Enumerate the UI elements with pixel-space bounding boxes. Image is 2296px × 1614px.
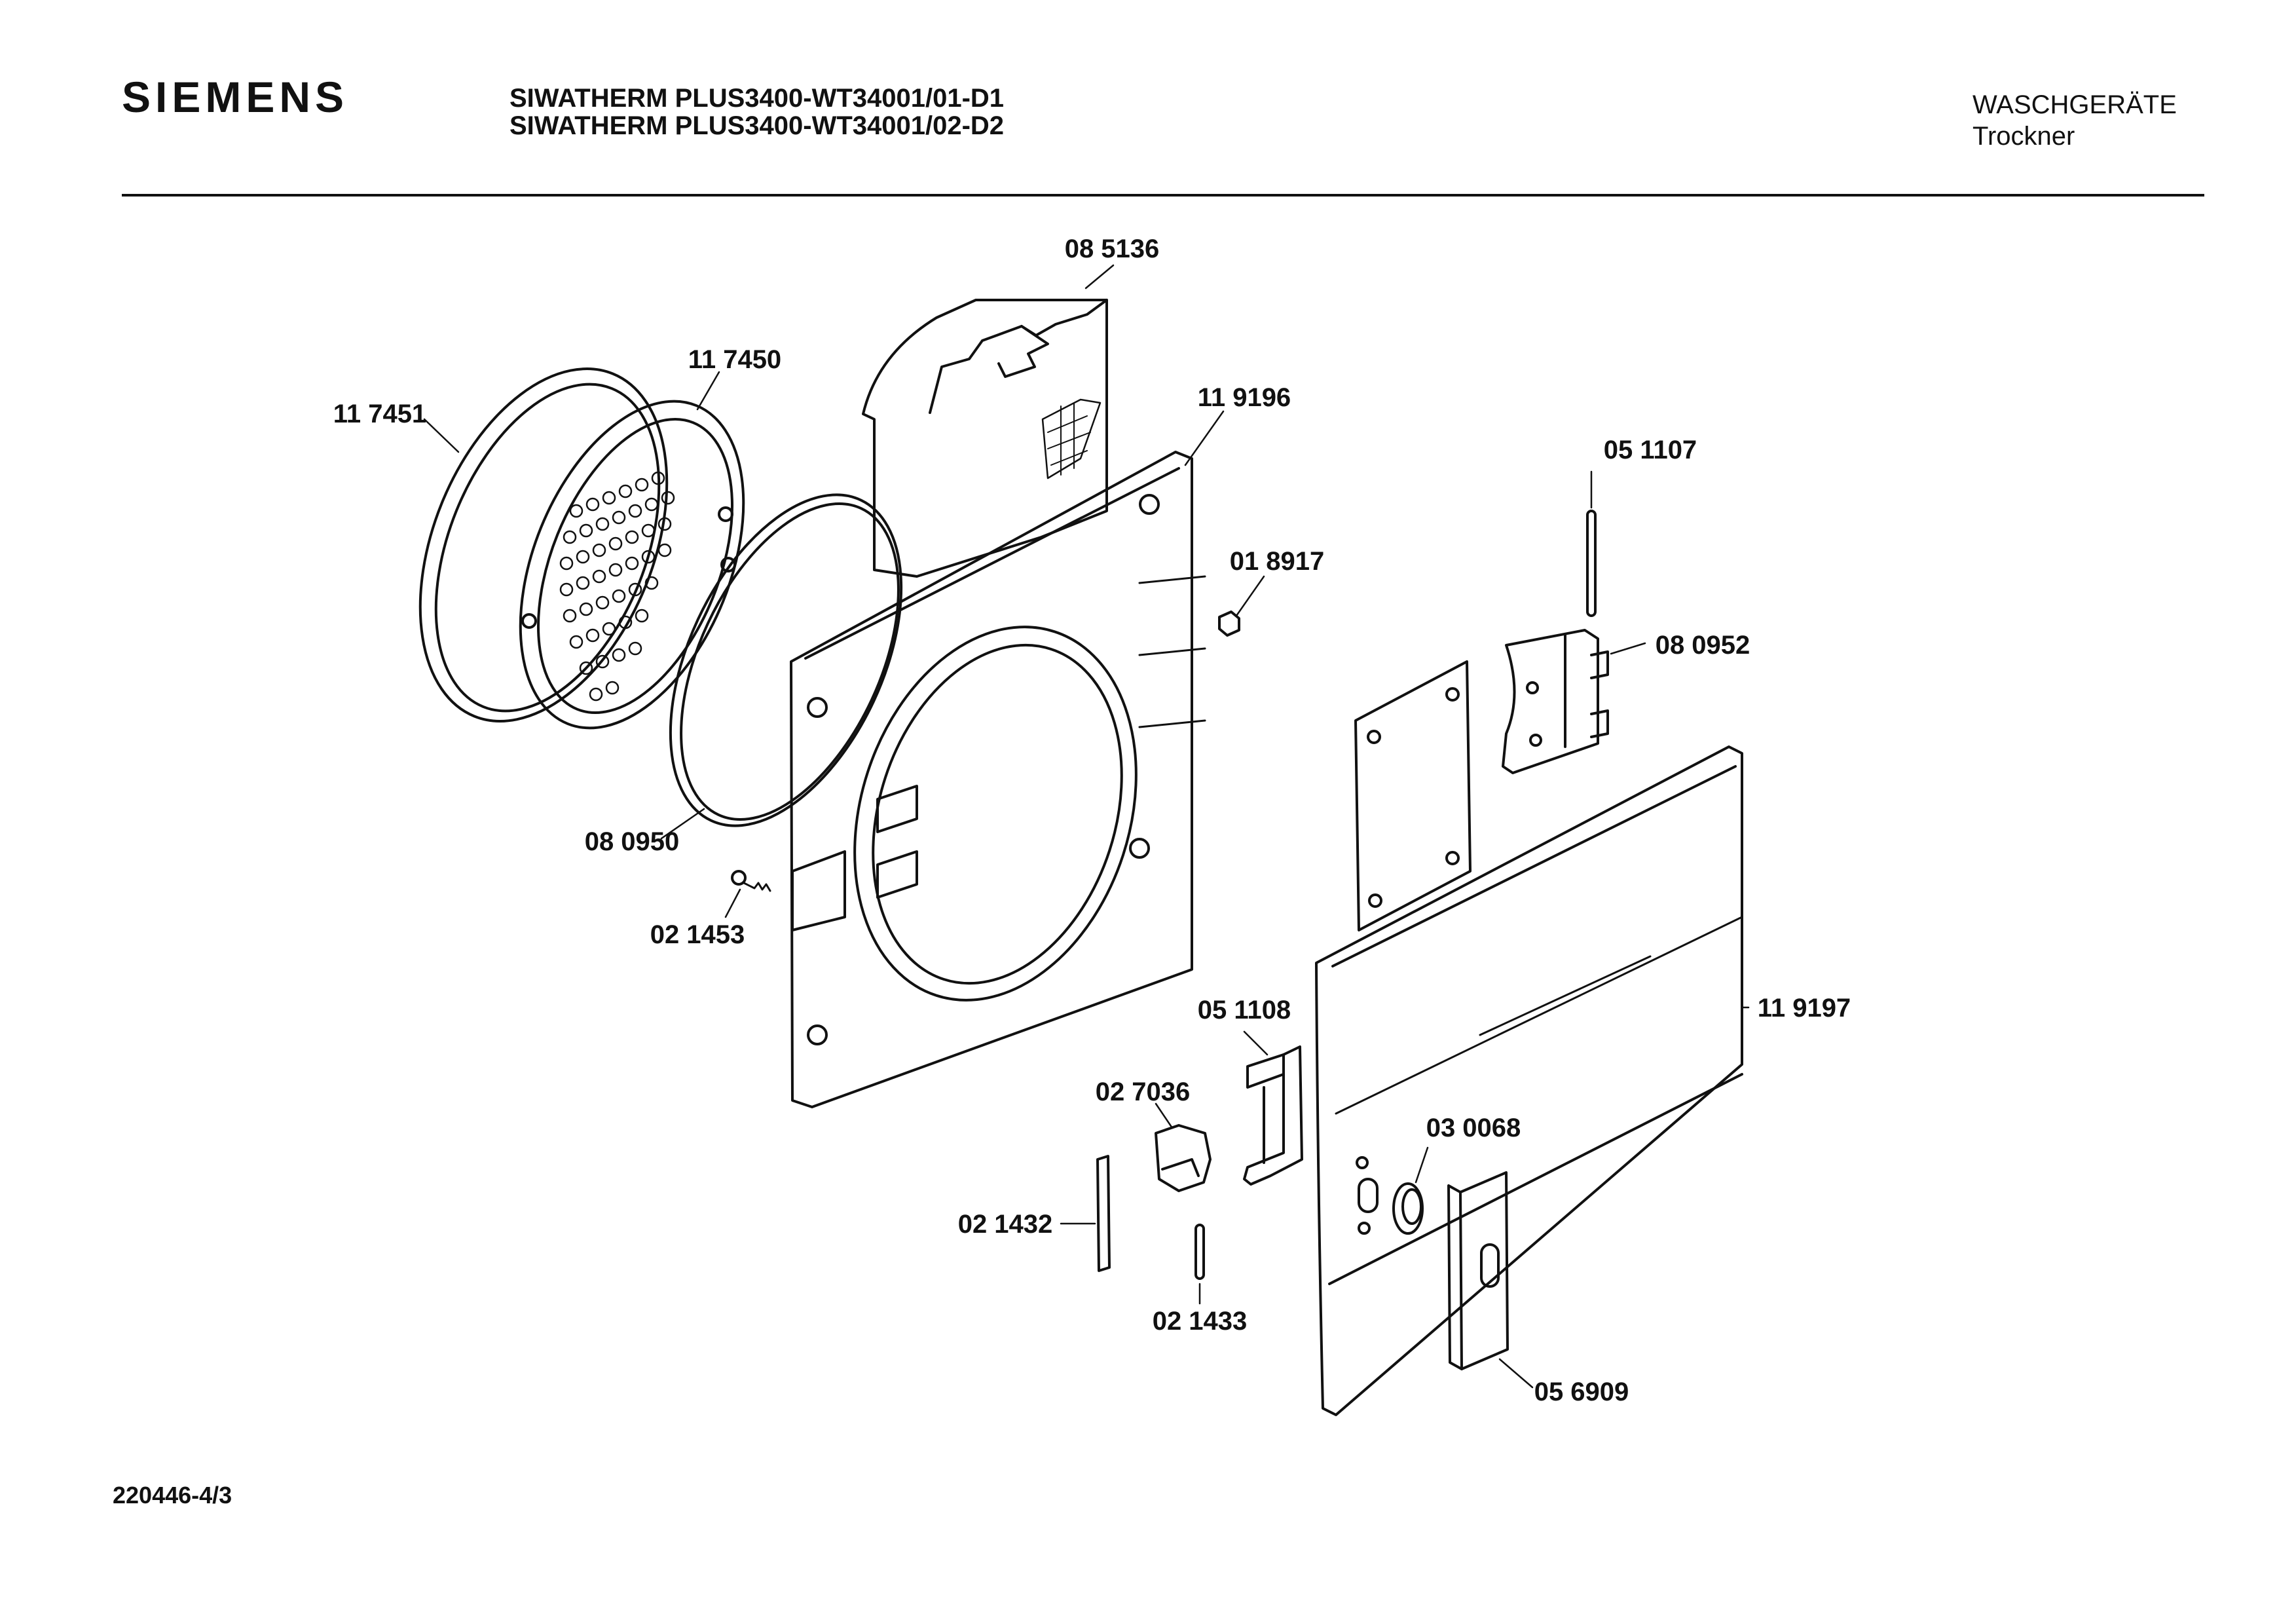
part-label-085136: 08 5136 — [1065, 235, 1160, 263]
hinge-bracket-drawing — [1502, 629, 1609, 774]
leaf-spring-drawing — [1096, 1155, 1111, 1272]
leader-119196 — [1184, 410, 1225, 466]
part-label-080950: 08 0950 — [585, 827, 680, 856]
brand-logo: SIEMENS — [122, 73, 349, 121]
leader-080952 — [1610, 642, 1646, 655]
part-label-080952: 08 0952 — [1656, 631, 1750, 660]
door-panel-drawing — [1315, 745, 1743, 1416]
part-label-119197: 11 9197 — [1758, 994, 1851, 1023]
part-label-056909: 05 6909 — [1534, 1378, 1629, 1406]
leader-056909 — [1498, 1358, 1534, 1389]
model-title-2: SIWATHERM PLUS3400-WT34001/02-D2 — [509, 111, 1005, 140]
leader-018917 — [1235, 575, 1265, 617]
pin-drawing — [1586, 510, 1597, 617]
part-label-119196: 11 9196 — [1198, 383, 1291, 412]
lint-filter-drum-drawing — [519, 400, 745, 730]
part-label-018917: 01 8917 — [1230, 547, 1325, 576]
category-label: WASCHGERÄTE — [1972, 90, 2177, 119]
leader-117451 — [423, 418, 460, 453]
leader-085136 — [1084, 264, 1115, 290]
part-label-021432: 02 1432 — [958, 1210, 1053, 1239]
filter-cover-drawing — [862, 299, 1108, 578]
door-seal-gasket-drawing — [669, 493, 903, 827]
door-latch-drawing — [1243, 1045, 1303, 1186]
part-label-027036: 02 7036 — [1096, 1078, 1191, 1106]
front-panel-frame-drawing — [790, 451, 1206, 1108]
small-pin-drawing — [1194, 1224, 1205, 1280]
subcategory-label: Trockner — [1972, 122, 2075, 151]
handle-plate-drawing — [1447, 1171, 1509, 1370]
part-label-051107: 05 1107 — [1604, 436, 1697, 464]
part-label-030068: 03 0068 — [1426, 1114, 1521, 1142]
leader-117450 — [696, 371, 720, 411]
mounting-plate-drawing — [1354, 660, 1472, 931]
screw-drawing — [731, 870, 771, 892]
part-label-117451: 11 7451 — [333, 400, 426, 428]
leader-051108 — [1243, 1030, 1268, 1056]
leader-080950 — [660, 808, 705, 840]
nut-drawing — [1218, 610, 1240, 637]
header-rule — [122, 194, 2204, 197]
part-label-051108: 05 1108 — [1198, 996, 1291, 1024]
model-title-1: SIWATHERM PLUS3400-WT34001/01-D1 — [509, 84, 1005, 113]
leader-027036 — [1155, 1102, 1174, 1129]
part-label-117450: 11 7450 — [688, 345, 781, 374]
part-label-021433: 02 1433 — [1153, 1307, 1248, 1336]
lock-button-drawing — [1392, 1182, 1424, 1235]
document-number: 220446-4/3 — [113, 1482, 232, 1509]
leader-021453 — [724, 888, 741, 918]
part-label-021453: 02 1453 — [650, 920, 745, 949]
leader-030068 — [1415, 1146, 1429, 1184]
door-catch-drawing — [1155, 1124, 1212, 1192]
